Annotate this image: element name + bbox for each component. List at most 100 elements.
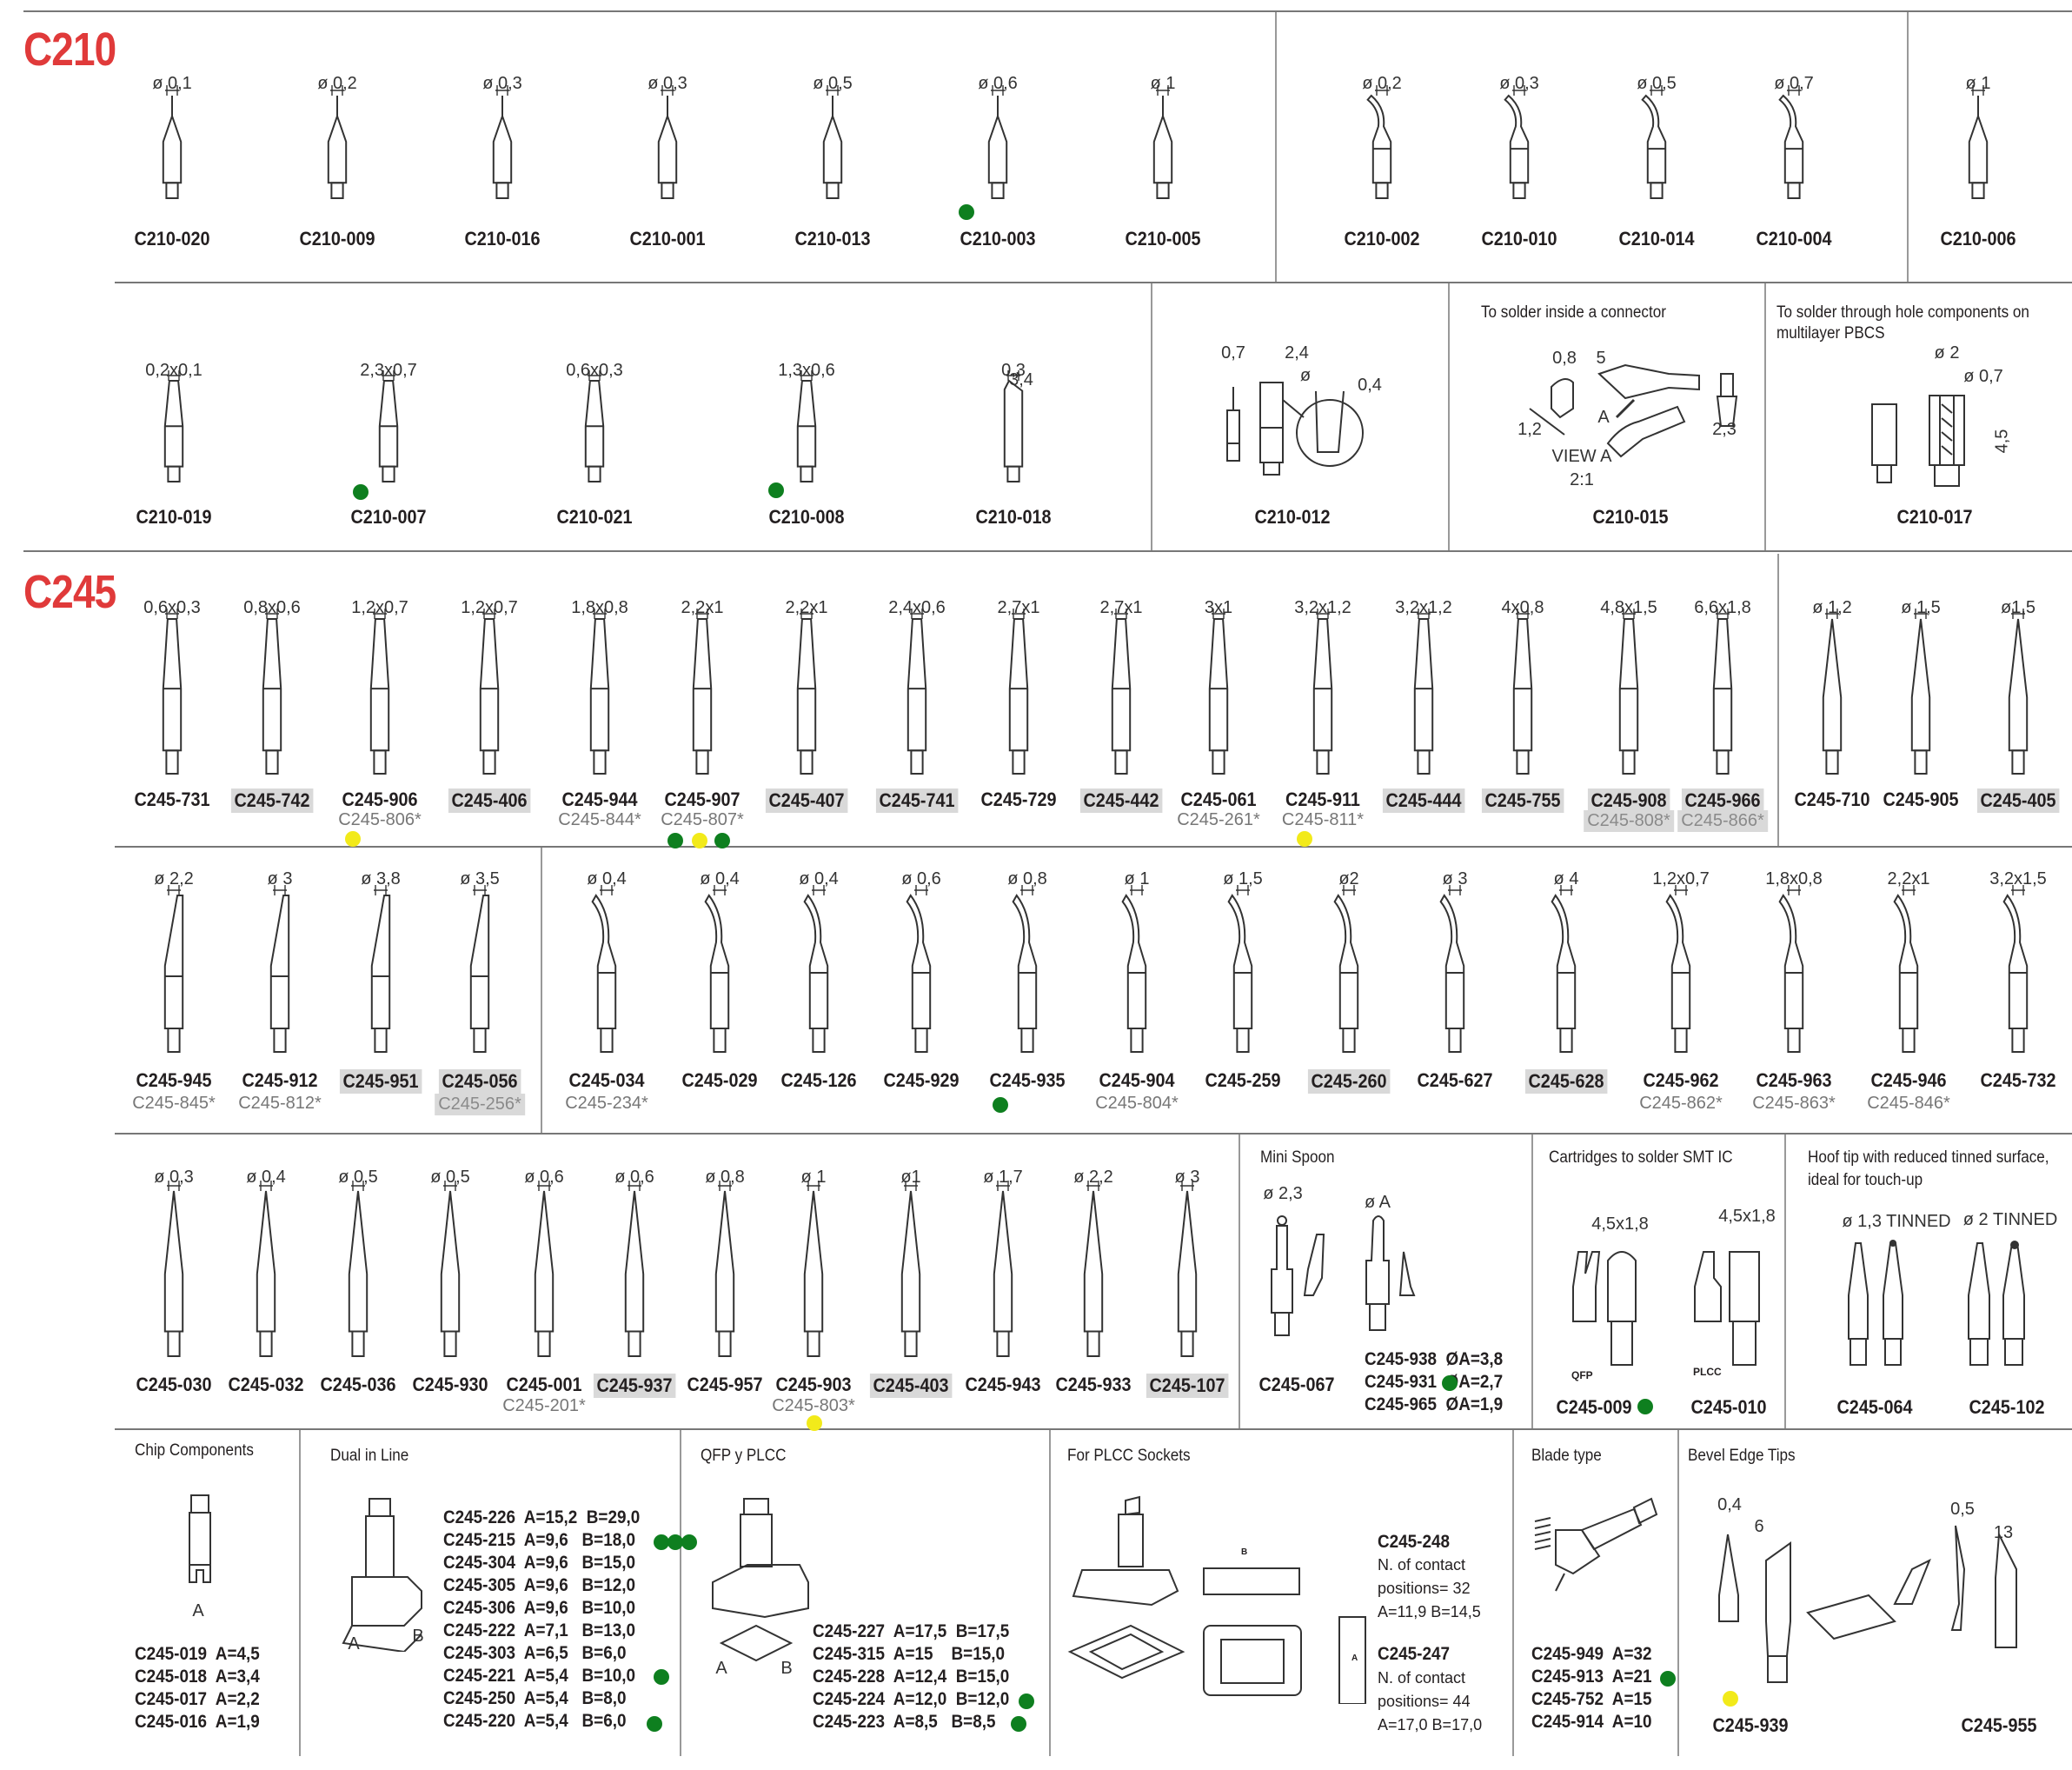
tip-drawing <box>1512 609 1533 775</box>
tip-outline <box>256 1190 276 1333</box>
tip-stem <box>1375 182 1389 200</box>
tip-stem <box>628 1330 641 1357</box>
availability-dot-yellow <box>692 833 707 848</box>
dimension-label: 4x0,8 <box>1501 598 1544 617</box>
tip-drawing <box>584 370 605 482</box>
dimension-tick <box>1650 85 1664 96</box>
dimension-label: 0,4 <box>1358 376 1382 395</box>
qfp-drawing <box>712 1498 809 1662</box>
tip-drawing <box>624 1181 645 1357</box>
tip-drawing <box>327 85 348 200</box>
tip-stem <box>904 1330 918 1357</box>
tip-drawing <box>803 1181 824 1357</box>
tip-drawing <box>162 85 183 200</box>
dimension-tick <box>991 85 1005 96</box>
tip-drawing <box>163 370 184 482</box>
tip-outline <box>993 1190 1013 1333</box>
tip-outline <box>589 618 610 752</box>
tip-code: C245-729 <box>980 789 1057 810</box>
section-caption: Mini Spoon <box>1260 1148 1335 1167</box>
dimension-label: 2,3 <box>1712 420 1737 439</box>
tip-code: C245-904 <box>1099 1069 1175 1091</box>
tip-drawing <box>1504 85 1530 200</box>
tip-alt-code: C245-806* <box>338 810 422 829</box>
tip-drawing <box>269 885 290 1053</box>
tip-code: C245-628 <box>1524 1069 1608 1094</box>
tip-code: C245-067 <box>1258 1374 1335 1395</box>
tip-alt-code: C245-201* <box>502 1396 586 1415</box>
package-label: PLCC <box>1693 1366 1722 1378</box>
tip-code: C245-929 <box>883 1069 960 1091</box>
dimension-label: 0,7 <box>1221 343 1245 363</box>
tip-alt-code: C245-812* <box>238 1094 322 1113</box>
tip-drawing <box>1413 609 1434 775</box>
tip-code: C245-731 <box>134 789 210 810</box>
tip-code: C210-004 <box>1756 228 1832 250</box>
dimension-tick <box>1156 85 1170 96</box>
tip-code: C210-007 <box>350 506 427 528</box>
tip-code: C210-002 <box>1344 228 1420 250</box>
tip-outline <box>163 895 184 1029</box>
c245-row2-rule <box>115 1133 2072 1135</box>
availability-dot-yellow <box>1297 831 1312 847</box>
dimension-tick <box>1212 609 1225 619</box>
tip-code: C245-912 <box>242 1069 318 1091</box>
plcc-drawing <box>1067 1495 1366 1704</box>
tip-alt-code: C245-256* <box>435 1094 525 1115</box>
dimension-tick <box>273 885 287 895</box>
tip-code: C245-742 <box>230 789 314 813</box>
tip-code: C245-966 <box>1681 789 1764 813</box>
dimension-label: ø A <box>1364 1193 1391 1212</box>
dimension-label: ø 1,2 <box>1812 598 1852 617</box>
tip-outline <box>591 894 617 1029</box>
dimension-label: 3,2x1,5 <box>1989 869 2047 888</box>
dimension-tick <box>167 370 181 381</box>
dimension-label: ø 0,6 <box>614 1168 654 1187</box>
dimension-label: ø 0,1 <box>152 74 192 93</box>
availability-dot-green <box>647 1716 662 1732</box>
tip-code: C210-015 <box>1592 506 1669 528</box>
tip-drawing <box>1177 1181 1198 1357</box>
tip-code: C245-064 <box>1836 1396 1913 1418</box>
tip-outline <box>1012 894 1038 1029</box>
dimension-tick <box>826 85 840 96</box>
tip-outline <box>1333 894 1359 1029</box>
tip-drawing <box>704 885 730 1053</box>
dimension-tick <box>1236 885 1250 895</box>
dimension-label: ø 0,2 <box>317 74 357 93</box>
tip-drawing <box>1333 885 1359 1053</box>
dimension-tick <box>904 1181 918 1191</box>
tip-drawing <box>256 1181 276 1357</box>
tip-code: C210-014 <box>1618 228 1695 250</box>
tip-outline <box>822 96 843 184</box>
variant-list: C245-226 A=15,2 B=29,0 C245-215 A=9,6 B=… <box>443 1507 641 1731</box>
tip-code: C245-962 <box>1643 1069 1719 1091</box>
tip-stem <box>495 182 509 200</box>
dimension-label: ø 0,5 <box>813 74 853 93</box>
dimension-tick <box>593 609 607 619</box>
dimension-label: ø 2,3 <box>1263 1184 1303 1203</box>
tip-code: C245-906 <box>342 789 418 810</box>
availability-dot-green <box>667 833 683 848</box>
tip-code: C245-755 <box>1481 789 1564 813</box>
dimension-tick <box>713 885 727 895</box>
tip-outline <box>692 618 713 752</box>
tip-drawing <box>378 370 399 482</box>
vrule <box>1677 1430 1679 1756</box>
tip-code: C245-951 <box>339 1069 422 1094</box>
tip-outline <box>1822 618 1843 752</box>
tip-code: C245-403 <box>869 1374 953 1398</box>
dimension-tick <box>600 885 614 895</box>
tip-code: C245-943 <box>965 1374 1041 1395</box>
c245-row1-rule <box>115 846 2072 848</box>
tip-code: C210-006 <box>1940 228 2016 250</box>
section-caption: multilayer PBCS <box>1776 324 1885 343</box>
dimension-label: A <box>715 1659 727 1678</box>
tip-stem <box>1787 1028 1801 1053</box>
tip-code: C210-019 <box>136 506 212 528</box>
dimension-label: 0,8 <box>1552 349 1577 368</box>
tip-stem <box>373 749 387 775</box>
dimension-tick <box>1180 1181 1194 1191</box>
tip-drawing <box>1208 609 1229 775</box>
tip-stem <box>1086 1330 1100 1357</box>
